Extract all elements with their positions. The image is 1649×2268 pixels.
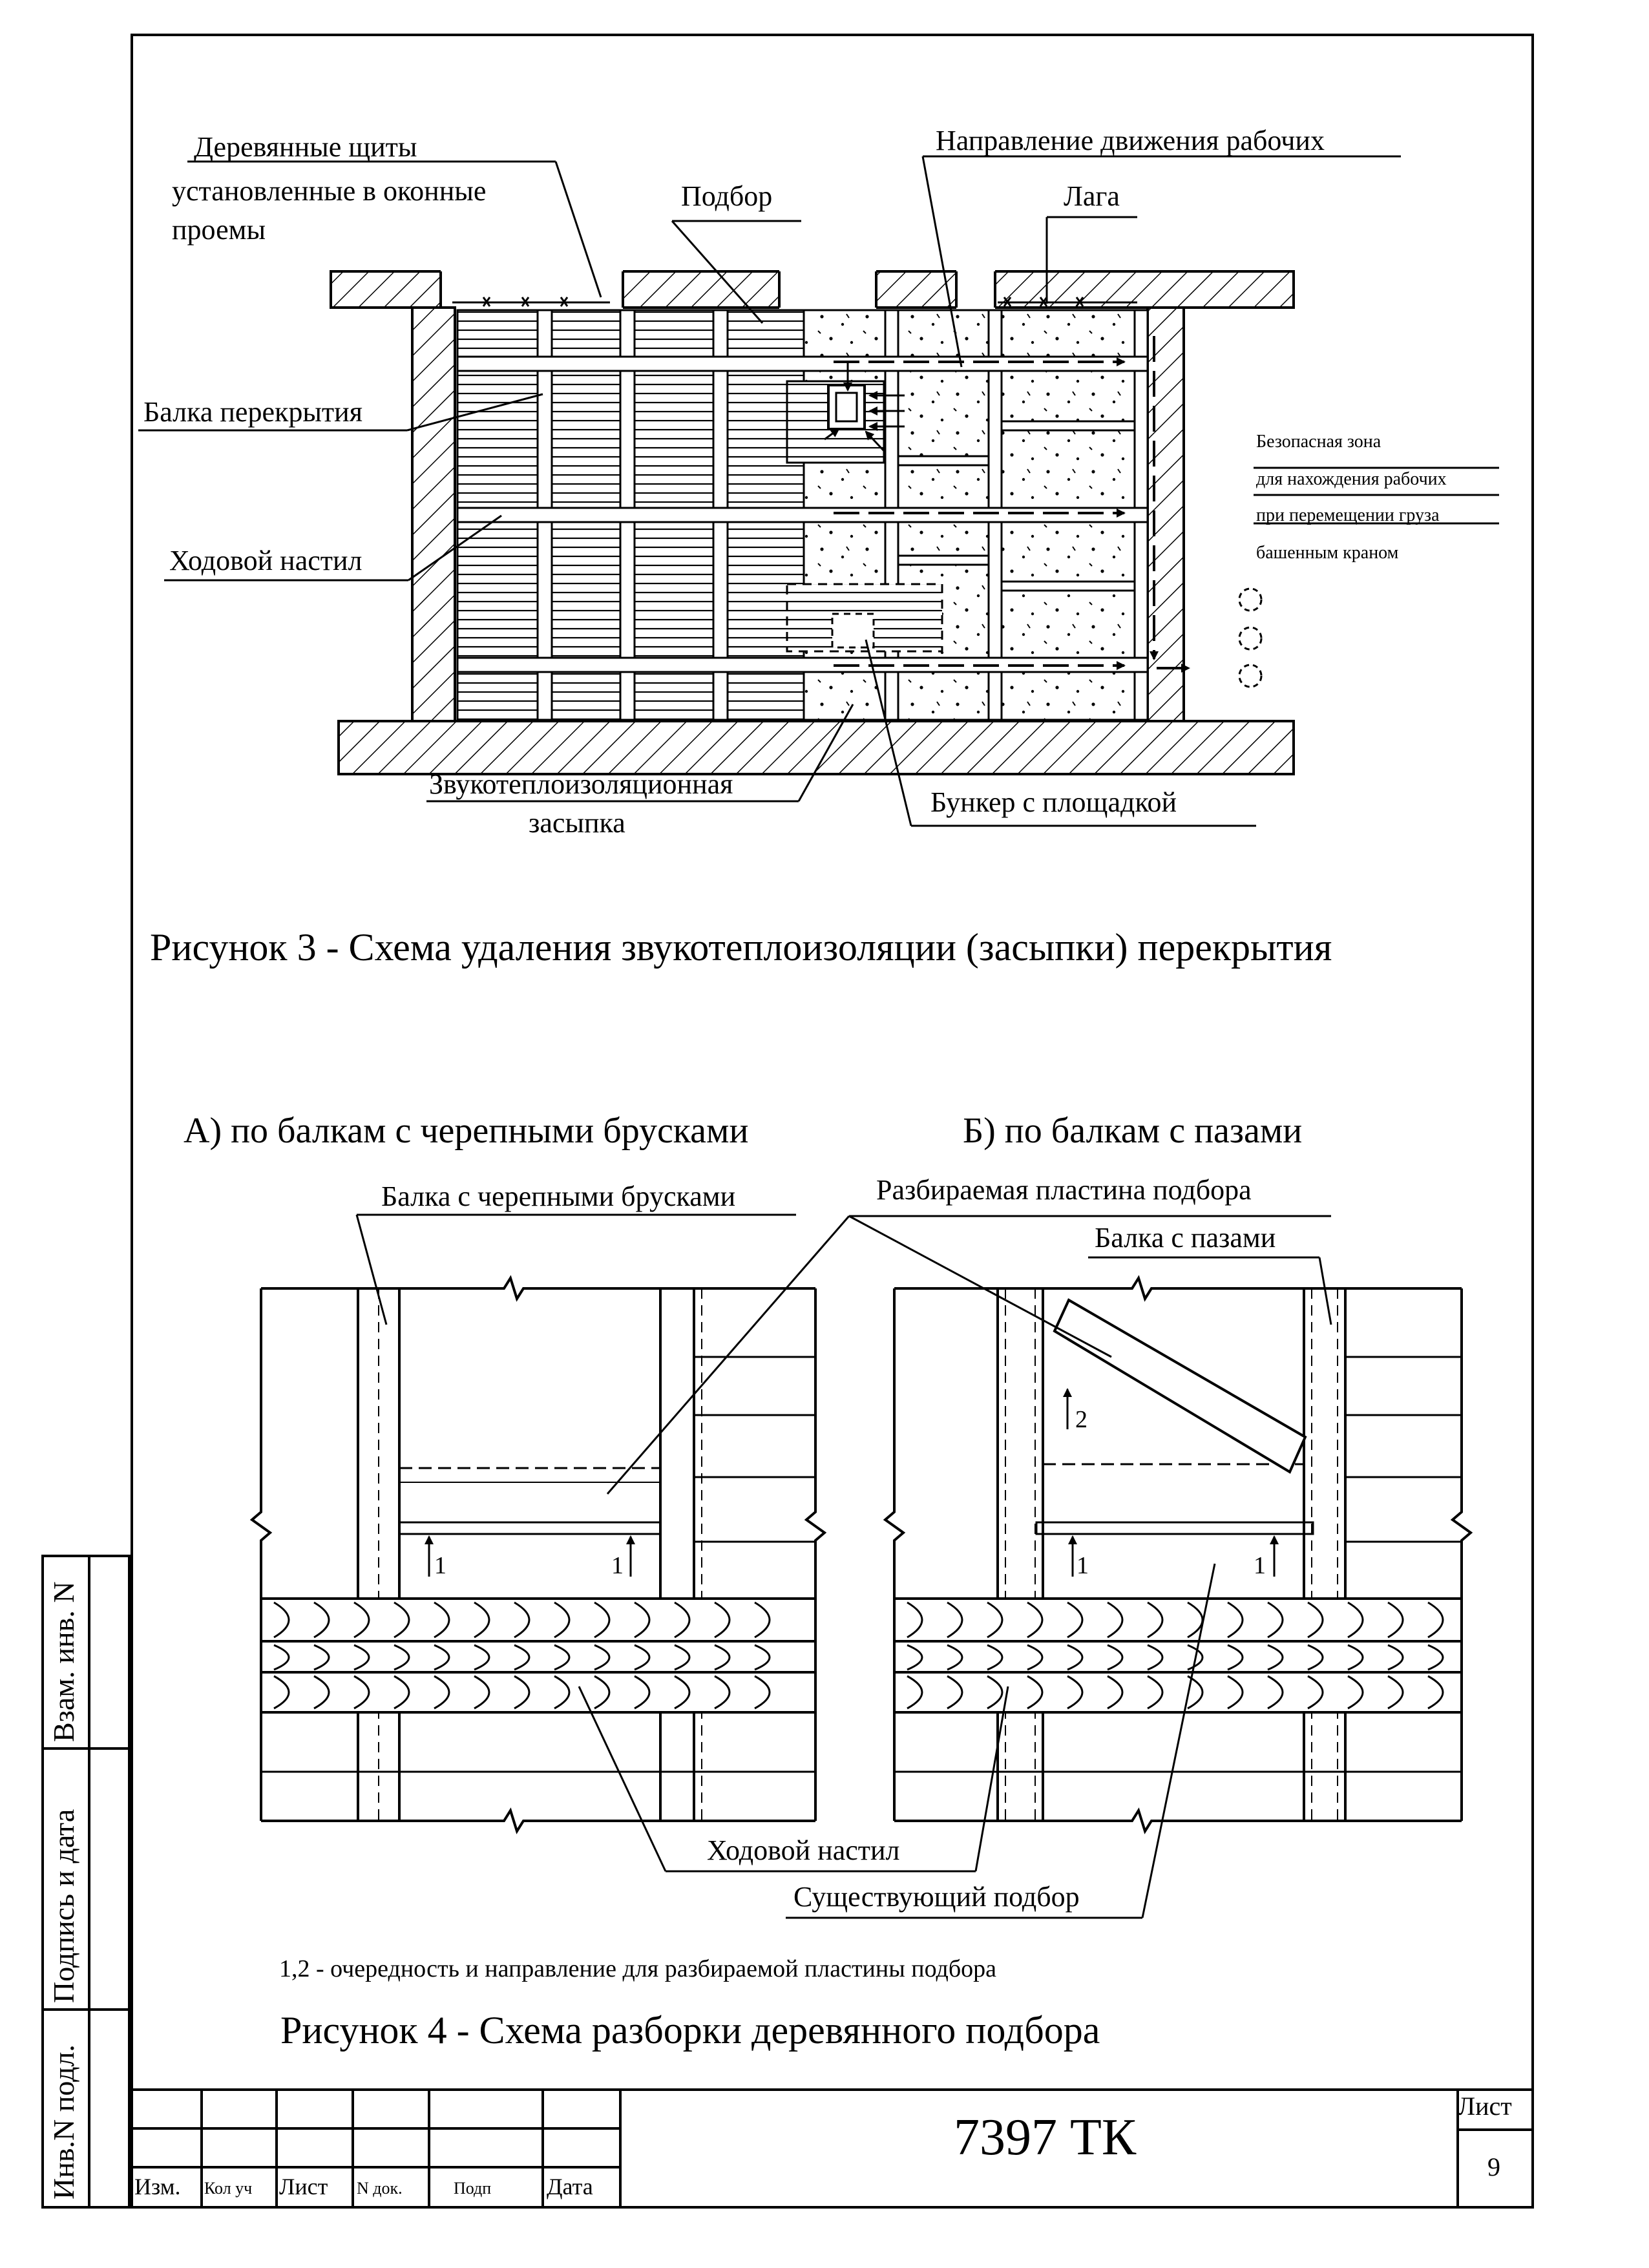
callout-wooden-shields-line2: установленные в оконные [172, 175, 487, 207]
callout-walkway-4: Ходовой настил [707, 1834, 900, 1866]
callout-fill-line2: засыпка [529, 807, 625, 839]
stamp-col-kol: Кол уч [204, 2179, 253, 2198]
callout-beam: Балка перекрытия [143, 396, 362, 428]
callout-safe-zone-line2: для нахождения рабочих [1256, 469, 1447, 489]
stamp-col-ndok: N док. [357, 2179, 403, 2198]
mark-b-1-right: 1 [1254, 1552, 1266, 1579]
figure3-caption: Рисунок 3 - Схема удаления звукотеплоизо… [150, 926, 1332, 969]
mark-a-1-right: 1 [611, 1552, 624, 1579]
figure4-subtitle-a: А) по балкам с черепными брусками [184, 1111, 749, 1151]
stamp-col-izm: Изм. [134, 2174, 181, 2200]
document-code: 7397 ТК [954, 2109, 1137, 2166]
callout-direction: Направление движения рабочих [936, 125, 1325, 156]
callout-safe-zone-line4: башенным краном [1256, 543, 1399, 563]
sheet-frame [131, 34, 1534, 2209]
mark-b-2: 2 [1075, 1406, 1087, 1433]
side-vzam: Взам. инв. N [47, 1581, 80, 1742]
callout-safe-zone-line3: при перемещении груза [1256, 505, 1440, 525]
figure4-note: 1,2 - очередность и направление для разб… [279, 1955, 997, 1982]
stamp-col-podp: Подп [454, 2179, 492, 2198]
stamp-grid [132, 2088, 1533, 2207]
callout-plate: Разбираемая пластина подбора [876, 1174, 1252, 1206]
figure4-caption: Рисунок 4 - Схема разборки деревянного п… [280, 2009, 1100, 2052]
callout-bunker: Бункер с площадкой [930, 786, 1177, 818]
callout-walkway: Ходовой настил [169, 545, 362, 576]
callout-fill-line1: Звукотеплоизоляционная [429, 768, 733, 800]
stamp-col-list: Лист [279, 2174, 328, 2200]
callout-existing: Существующий подбор [793, 1881, 1080, 1913]
callout-podbor: Подбор [681, 180, 773, 212]
figure3-plan [138, 155, 1499, 827]
figure4a-drawing [249, 1275, 827, 1834]
stamp-col-data: Дата [547, 2174, 593, 2200]
figure4-leaders [355, 1213, 1332, 1919]
figure4-subtitle-b: Б) по балкам с пазами [963, 1111, 1303, 1151]
stamp-sheet-label: Лист [1458, 2092, 1512, 2121]
side-fields [41, 1555, 131, 2209]
callout-safe-zone-line1: Безопасная зона [1256, 432, 1381, 452]
mark-b-1-left: 1 [1077, 1552, 1089, 1579]
mark-a-1-left: 1 [434, 1552, 446, 1579]
callout-laga: Лага [1064, 180, 1120, 212]
callout-beam-bars: Балка с черепными брусками [381, 1181, 736, 1212]
callout-wooden-shields-line1: Деревянные щиты [194, 131, 417, 163]
callout-wooden-shields-line3: проемы [172, 214, 266, 246]
figure4b-drawing [883, 1275, 1473, 1834]
side-inv-podl: Инв.N подл. [47, 2044, 80, 2200]
stamp-sheet-number: 9 [1487, 2152, 1500, 2181]
side-signature: Подпись и дата [47, 1809, 80, 2003]
callout-beam-grooves: Балка с пазами [1095, 1222, 1276, 1254]
